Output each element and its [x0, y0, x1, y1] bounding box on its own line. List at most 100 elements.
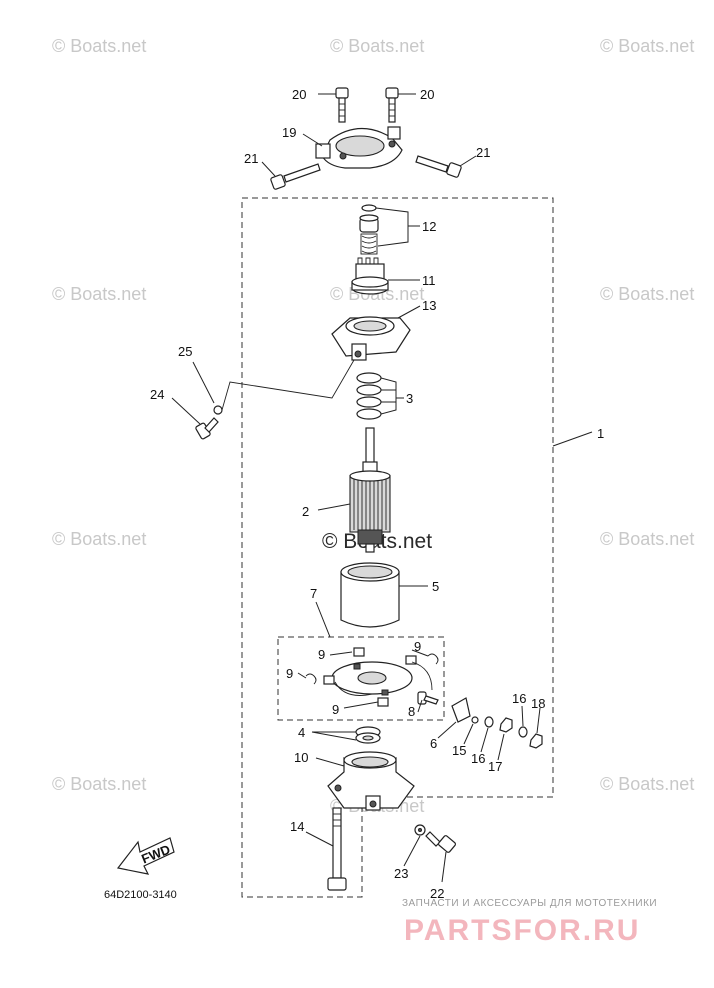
- bolt-20-left: [335, 87, 349, 123]
- leader-6: [437, 721, 457, 739]
- leader-8: [417, 699, 423, 713]
- bracket-hole: [339, 152, 347, 160]
- front-housing-13: [331, 305, 421, 361]
- leader-7: [315, 601, 331, 638]
- callout-11: 11: [422, 273, 436, 288]
- spring-and-clip-12: [359, 204, 420, 255]
- leader-9: [329, 651, 353, 656]
- brush: [377, 697, 389, 707]
- leader-9: [411, 649, 429, 657]
- callout-10: 10: [294, 750, 308, 765]
- callout-14: 14: [290, 819, 304, 834]
- armature-2: [317, 427, 391, 553]
- leader-21: [459, 155, 477, 167]
- callout-18: 18: [531, 696, 545, 711]
- brush: [353, 647, 365, 657]
- leader-2: [317, 503, 351, 511]
- bolt-21-right: [415, 155, 462, 178]
- callout-23: 23: [394, 866, 408, 881]
- callout-25: 25: [178, 344, 192, 359]
- callout-13: 13: [422, 298, 436, 313]
- nut-17: [499, 717, 513, 733]
- callout-1: 1: [597, 426, 604, 441]
- leader-19: [302, 133, 323, 147]
- through-bolt-14: [305, 807, 347, 891]
- bracket-ear-right: [387, 126, 401, 140]
- leader-13: [397, 305, 421, 319]
- leader-3: [380, 377, 404, 415]
- brush-holder-7: [277, 601, 445, 721]
- leader-1: [552, 431, 593, 447]
- callout-21: 21: [476, 145, 490, 160]
- callout-9: 9: [332, 702, 339, 717]
- callout-9: 9: [318, 647, 325, 662]
- washer-15: [471, 716, 479, 724]
- leader-25: [192, 361, 215, 404]
- leader-9: [343, 701, 379, 709]
- callout-15: 15: [452, 743, 466, 758]
- callout-22: 22: [430, 886, 444, 901]
- spring-9: [305, 673, 317, 685]
- bracket-ear-left: [315, 143, 331, 159]
- spring-9: [427, 653, 439, 665]
- bolt-24-washer-25: [171, 359, 355, 440]
- pinion-gear-11: [351, 257, 420, 295]
- callout-2: 2: [302, 504, 309, 519]
- watermark: © Boats.net: [330, 36, 424, 56]
- watermark: © Boats.net: [600, 284, 694, 304]
- callout-labels: 1 2 3 4 5 6 7 8 9 9 9 9 10 11 12 13 14 1…: [150, 87, 604, 901]
- rear-cover-10: [315, 751, 415, 811]
- watermark: © Boats.net: [52, 529, 146, 549]
- leader-14: [305, 831, 334, 847]
- leader-9: [297, 672, 307, 679]
- callout-16: 16: [471, 751, 485, 766]
- leader-4: [311, 731, 357, 741]
- shims-3: [356, 372, 404, 420]
- callout-9: 9: [286, 666, 293, 681]
- callout-20: 20: [420, 87, 434, 102]
- banner-tagline: ЗАПЧАСТИ И АКСЕССУАРЫ ДЛЯ МОТОТЕХНИКИ: [402, 898, 657, 909]
- nut-18: [529, 733, 543, 749]
- leader-15: [463, 723, 474, 745]
- watermark: © Boats.net: [52, 36, 146, 56]
- callout-4: 4: [298, 725, 305, 740]
- bracket-boss: [335, 135, 385, 157]
- fwd-label: FWD: [139, 842, 172, 867]
- callout-20: 20: [292, 87, 306, 102]
- leader-16: [480, 727, 489, 753]
- callout-24: 24: [150, 387, 164, 402]
- callout-5: 5: [432, 579, 439, 594]
- terminal-hardware: [437, 697, 543, 761]
- banner-brand: PARTSFOR.RU: [404, 914, 640, 947]
- leader-21: [261, 161, 276, 177]
- leader-24: [171, 397, 201, 425]
- callout-17: 17: [488, 759, 502, 774]
- watermark: © Boats.net: [52, 284, 146, 304]
- watermarks: © Boats.net © Boats.net © Boats.net © Bo…: [52, 36, 694, 816]
- watermark: © Boats.net: [600, 529, 694, 549]
- yoke-5: [340, 562, 428, 628]
- diagram-code: 64D2100-3140: [104, 889, 177, 901]
- watermark: © Boats.net: [600, 36, 694, 56]
- callout-19: 19: [282, 125, 296, 140]
- leader-12: [375, 207, 420, 247]
- brush: [405, 655, 417, 665]
- washers-4: [311, 726, 381, 744]
- callout-9: 9: [414, 639, 421, 654]
- washer-16: [518, 726, 528, 738]
- leader-10: [315, 757, 345, 767]
- bracket-hole: [388, 140, 396, 148]
- bolt-22-washer-23: [403, 824, 457, 883]
- bolt-21-left: [270, 163, 321, 190]
- top-bracket-group: [261, 87, 477, 190]
- brush: [323, 675, 335, 685]
- leader-16: [521, 705, 524, 727]
- leader-17: [497, 733, 505, 761]
- leader-18: [536, 707, 541, 734]
- callout-6: 6: [430, 736, 437, 751]
- callout-7: 7: [310, 586, 317, 601]
- bolt-20-right: [385, 87, 399, 123]
- watermark: © Boats.net: [52, 774, 146, 794]
- callout-3: 3: [406, 391, 413, 406]
